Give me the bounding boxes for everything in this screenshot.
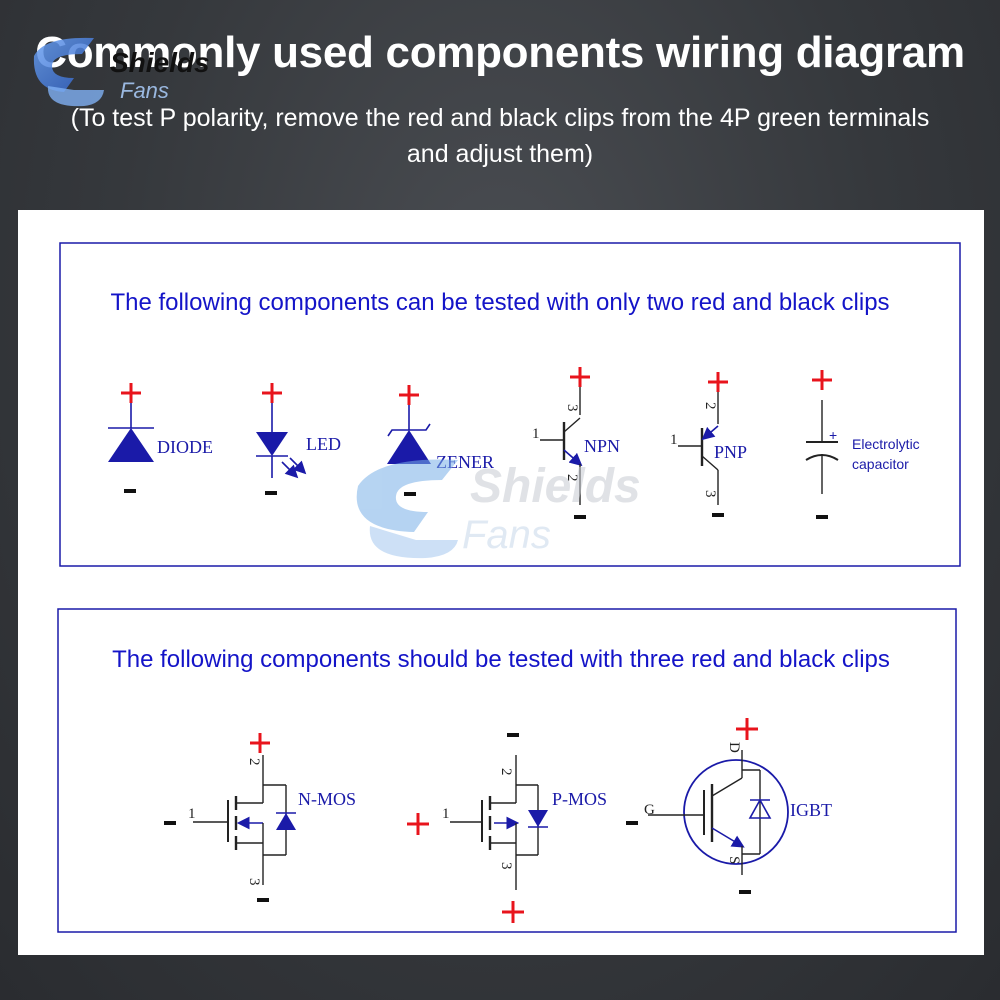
- pnp-transistor-symbol: 1 2 3 PNP: [670, 372, 747, 517]
- npn-pin-3: 3: [564, 404, 580, 412]
- plus-sign: [399, 385, 419, 405]
- capacitor-symbol: + Electrolytic capacitor: [805, 370, 920, 519]
- plus-sign: [812, 370, 832, 390]
- minus-sign: [574, 515, 586, 519]
- npn-label: NPN: [584, 436, 620, 456]
- watermark-logo: Shields Fans: [356, 459, 641, 559]
- plus-sign: [502, 901, 524, 923]
- wiring-diagram: The following components can be tested w…: [57, 242, 961, 933]
- minus-sign: [507, 733, 519, 737]
- nmos-symbol: 1 2 3 N-MOS: [164, 733, 356, 902]
- plus-sign: [407, 813, 429, 835]
- logo-brand-bottom: Fans: [120, 78, 169, 103]
- minus-sign: [265, 491, 277, 495]
- nmos-pin-3: 3: [246, 878, 262, 886]
- minus-sign: [816, 515, 828, 519]
- minus-sign: [124, 489, 136, 493]
- pnp-label: PNP: [714, 442, 747, 462]
- pnp-pin-2: 2: [702, 402, 718, 410]
- pmos-pin-3: 3: [498, 862, 514, 870]
- led-symbol: LED: [256, 383, 341, 495]
- plus-sign: [262, 383, 282, 403]
- minus-sign: [257, 898, 269, 902]
- minus-sign: [739, 890, 751, 894]
- three-clips-heading: The following components should be teste…: [112, 646, 890, 673]
- minus-sign: [712, 513, 724, 517]
- diode-label: DIODE: [157, 437, 213, 457]
- nmos-pin-1: 1: [188, 806, 196, 822]
- zener-symbol: ZENER: [387, 385, 494, 496]
- igbt-pin-d: D: [726, 742, 742, 753]
- pmos-label: P-MOS: [552, 789, 607, 809]
- minus-sign: [164, 821, 176, 825]
- minus-sign: [626, 821, 638, 825]
- igbt-label: IGBT: [790, 800, 832, 820]
- three-clips-box: [57, 608, 957, 933]
- logo-brand-top: Shields: [110, 47, 210, 78]
- plus-sign: [570, 367, 590, 387]
- watermark-brand-bottom: Fans: [462, 513, 551, 557]
- npn-transistor-symbol: 1 3 2 NPN: [532, 367, 620, 519]
- npn-pin-2: 2: [564, 474, 580, 482]
- plus-sign: [121, 383, 141, 403]
- pnp-pin-3: 3: [702, 490, 718, 498]
- igbt-pin-s: S: [726, 856, 742, 864]
- plus-sign: [736, 718, 758, 740]
- igbt-symbol: G D S IGBT: [626, 718, 832, 894]
- nmos-pin-2: 2: [246, 758, 262, 766]
- capacitor-label-1: Electrolytic: [852, 436, 920, 452]
- pmos-symbol: 1 2 3 P-MOS: [407, 733, 607, 923]
- two-clips-box: [59, 242, 961, 567]
- capacitor-plus-mark: +: [829, 427, 837, 443]
- plus-sign: [708, 372, 728, 392]
- igbt-pin-g: G: [644, 802, 655, 818]
- plus-sign: [250, 733, 270, 753]
- diode-symbol: DIODE: [108, 383, 213, 493]
- page-title: Commonly used components wiring diagram: [35, 28, 965, 77]
- nmos-label: N-MOS: [298, 789, 356, 809]
- minus-sign: [404, 492, 416, 496]
- two-clips-heading: The following components can be tested w…: [110, 289, 889, 316]
- led-label: LED: [306, 434, 341, 454]
- watermark-brand-top: Shields: [470, 460, 641, 513]
- pmos-pin-1: 1: [442, 806, 450, 822]
- page-subtitle: (To test P polarity, remove the red and …: [70, 104, 930, 168]
- diagram-panel: The following components can be tested w…: [18, 210, 984, 955]
- capacitor-label-2: capacitor: [852, 456, 909, 472]
- pnp-pin-1: 1: [670, 432, 678, 448]
- shieldsfans-logo: Shields Fans: [33, 37, 210, 107]
- npn-pin-1: 1: [532, 426, 540, 442]
- pmos-pin-2: 2: [498, 768, 514, 776]
